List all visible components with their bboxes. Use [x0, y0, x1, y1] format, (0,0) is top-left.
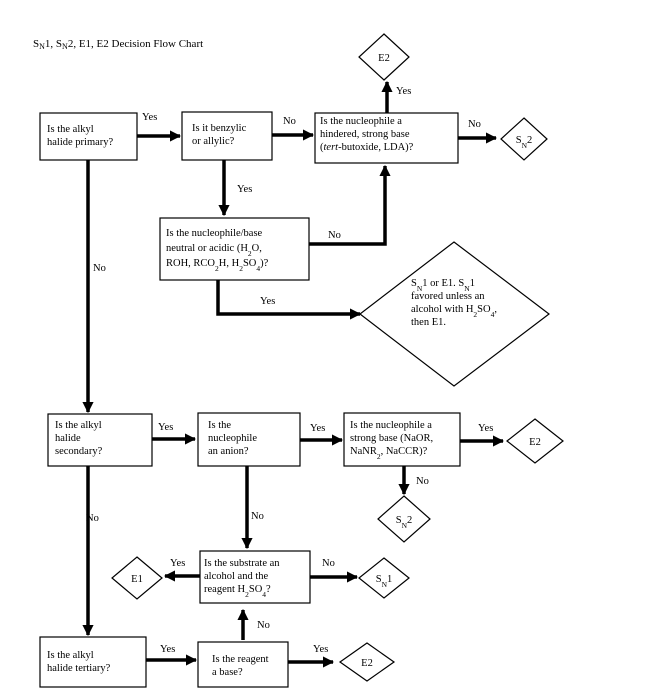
label-base-no: No: [257, 620, 270, 631]
label-alcohol-yes: Yes: [170, 558, 185, 569]
label-alcohol-no: No: [322, 558, 335, 569]
label-strongbase-no: No: [416, 476, 429, 487]
label-anion-no: No: [251, 511, 264, 522]
diamond-e1: [111, 556, 163, 600]
label-strongbase-yes: Yes: [478, 423, 493, 434]
node-e2-top-text: E2: [378, 53, 390, 64]
diamond-sn1e1: [359, 241, 550, 387]
box-neutral: [159, 217, 310, 281]
edge-neutral-yes: [216, 280, 362, 320]
diamond-e2-mid: [506, 418, 564, 464]
box-secondary: [47, 413, 153, 467]
box-alcohol: [199, 550, 311, 604]
box-tertiary: [39, 636, 147, 688]
diamond-e2-top: [358, 33, 410, 81]
label-neutral-yes: Yes: [260, 296, 275, 307]
page-title: SN1, SN2, E1, E2 Decision Flow Chart: [33, 38, 204, 51]
box-strongbase: [343, 412, 461, 467]
node-sn1-text: SN1: [376, 574, 393, 589]
edge-neutral-no: [309, 164, 391, 246]
node-e2-mid-text: E2: [529, 437, 541, 448]
box-base: [197, 641, 289, 688]
label-secondary-yes: Yes: [158, 422, 173, 433]
label-primary-yes: Yes: [142, 112, 157, 123]
label-benzylic-no: No: [283, 116, 296, 127]
node-sn2-mid-text: SN2: [396, 515, 413, 530]
node-e1-text: E1: [131, 574, 143, 585]
diamond-sn2-top: [500, 117, 548, 161]
label-primary-no: No: [93, 263, 106, 274]
box-primary: [39, 112, 138, 161]
label-hindered-no: No: [468, 119, 481, 130]
node-e2-bot-text: E2: [361, 658, 373, 669]
diamond-sn2-mid: [377, 495, 431, 543]
label-base-yes: Yes: [313, 644, 328, 655]
label-benzylic-yes: Yes: [237, 184, 252, 195]
label-tertiary-yes: Yes: [160, 644, 175, 655]
diamond-sn1: [358, 557, 410, 599]
diamond-e2-bot: [338, 642, 396, 682]
label-anion-yes: Yes: [310, 423, 325, 434]
box-anion: [197, 412, 301, 467]
node-sn2-top-text: SN2: [516, 135, 533, 150]
box-benzylic: [181, 111, 273, 161]
label-secondary-no: No: [86, 513, 99, 524]
label-hindered-yes: Yes: [396, 86, 411, 97]
label-neutral-no: No: [328, 230, 341, 241]
box-hindered: [314, 112, 459, 164]
